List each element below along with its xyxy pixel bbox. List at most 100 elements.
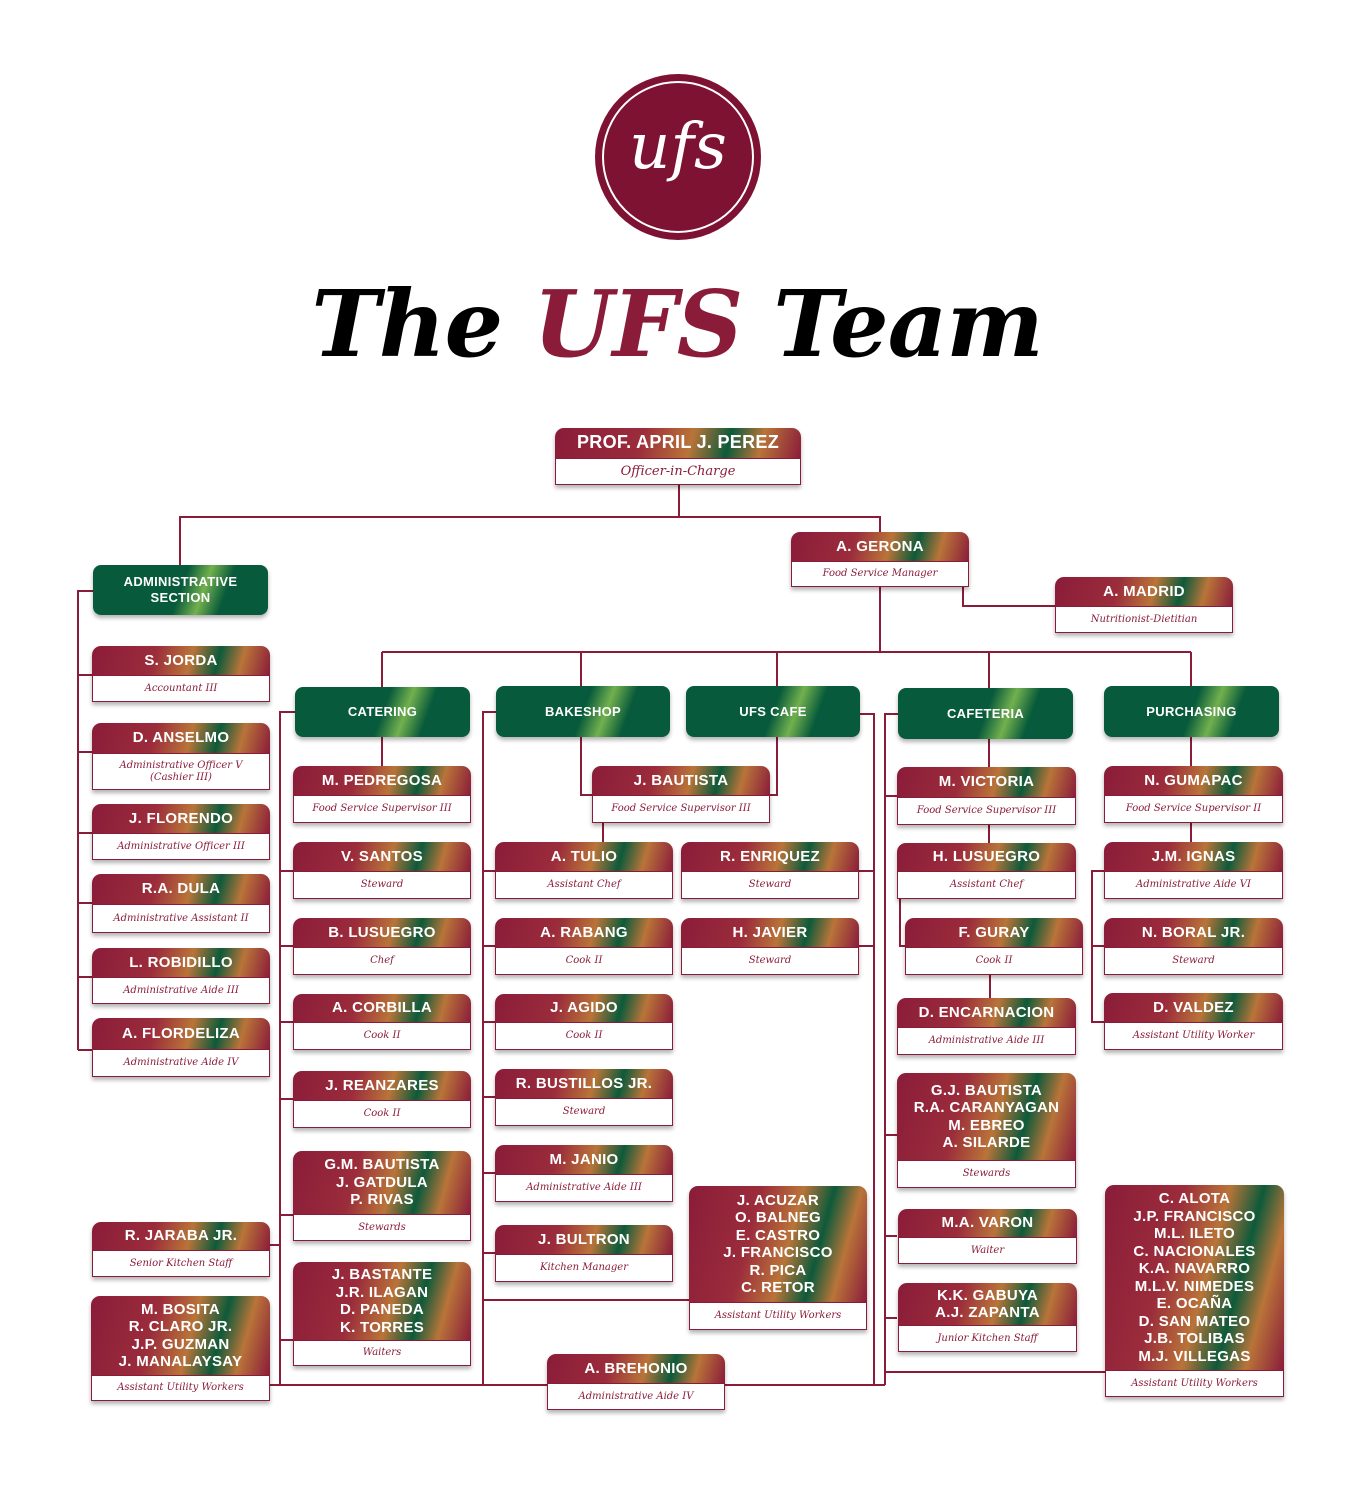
section-purchasing: PURCHASING bbox=[1104, 686, 1279, 737]
staff-name: F. GURAY bbox=[905, 918, 1083, 947]
ufs-logo: ufs bbox=[595, 74, 761, 240]
staff-position: Nutritionist-Dietitian bbox=[1055, 606, 1233, 633]
staff-name: R. ENRIQUEZ bbox=[681, 842, 859, 871]
staff-position: Waiters bbox=[293, 1340, 471, 1366]
staff-name: N. GUMAPAC bbox=[1104, 766, 1283, 795]
section-ufs-cafe: UFS CAFE bbox=[686, 686, 860, 737]
staff-name: A. RABANG bbox=[495, 918, 673, 947]
staff-position: Administrative Aide III bbox=[897, 1027, 1076, 1055]
staff-card-c-alota: C. ALOTA J.P. FRANCISCO M.L. ILETO C. NA… bbox=[1105, 1185, 1284, 1397]
staff-name: H. JAVIER bbox=[681, 918, 859, 947]
staff-position: Stewards bbox=[293, 1214, 471, 1241]
staff-position: Food Service Manager bbox=[791, 561, 969, 587]
staff-name: M. VICTORIA bbox=[897, 767, 1076, 797]
staff-card-m-bosita: M. BOSITA R. CLARO JR. J.P. GUZMAN J. MA… bbox=[91, 1296, 270, 1401]
staff-name: M.A. VARON bbox=[898, 1209, 1077, 1237]
staff-name: A. FLORDELIZA bbox=[92, 1018, 270, 1049]
staff-name: G.J. BAUTISTA R.A. CARANYAGAN M. EBREO A… bbox=[897, 1073, 1076, 1160]
staff-position: Steward bbox=[293, 871, 471, 899]
staff-name: A. BREHONIO bbox=[547, 1354, 725, 1383]
staff-position: Senior Kitchen Staff bbox=[92, 1250, 270, 1277]
staff-position: Steward bbox=[681, 947, 859, 975]
staff-position: Steward bbox=[495, 1098, 673, 1126]
staff-position: Cook II bbox=[495, 947, 673, 975]
staff-name: R. BUSTILLOS JR. bbox=[495, 1069, 673, 1098]
staff-card-r-jaraba-jr: R. JARABA JR.Senior Kitchen Staff bbox=[92, 1222, 270, 1277]
staff-position: Food Service Supervisor III bbox=[897, 797, 1076, 825]
staff-position: Administrative Officer V (Cashier III) bbox=[92, 753, 270, 790]
staff-position: Administrative Aide VI bbox=[1104, 871, 1283, 899]
staff-name: A. TULIO bbox=[495, 842, 673, 871]
staff-name: L. ROBIDILLO bbox=[92, 948, 270, 977]
staff-position: Assistant Utility Workers bbox=[91, 1375, 270, 1401]
staff-name: H. LUSUEGRO bbox=[897, 843, 1076, 871]
staff-position: Administrative Aide IV bbox=[92, 1049, 270, 1077]
staff-position: Administrative Officer III bbox=[92, 833, 270, 860]
staff-name: M. PEDREGOSA bbox=[293, 766, 471, 795]
page-title: The UFS Team bbox=[0, 270, 1354, 378]
staff-position: Administrative Assistant II bbox=[92, 904, 270, 933]
staff-name: J. AGIDO bbox=[495, 994, 673, 1022]
title-pre: The bbox=[311, 270, 534, 378]
staff-position: Cook II bbox=[293, 1100, 471, 1128]
staff-name: J. FLORENDO bbox=[92, 804, 270, 833]
staff-name: R.A. DULA bbox=[92, 874, 270, 904]
logo-ring bbox=[602, 81, 754, 233]
staff-name: J.M. IGNAS bbox=[1104, 842, 1283, 871]
staff-position: Administrative Aide IV bbox=[547, 1383, 725, 1410]
staff-position: Administrative Aide III bbox=[495, 1174, 673, 1202]
staff-card-r-bustillos-jr: R. BUSTILLOS JR.Steward bbox=[495, 1069, 673, 1126]
staff-name: A. CORBILLA bbox=[293, 994, 471, 1022]
staff-name: J. BAUTISTA bbox=[592, 766, 770, 795]
staff-name: D. VALDEZ bbox=[1104, 993, 1283, 1022]
staff-position: Waiter bbox=[898, 1237, 1077, 1264]
staff-name: J. REANZARES bbox=[293, 1071, 471, 1100]
staff-name: K.K. GABUYA A.J. ZAPANTA bbox=[898, 1283, 1077, 1325]
staff-name: J. BASTANTE J.R. ILAGAN D. PANEDA K. TOR… bbox=[293, 1262, 471, 1340]
section-catering: CATERING bbox=[295, 687, 470, 737]
staff-name: J. BULTRON bbox=[495, 1225, 673, 1254]
staff-position: Stewards bbox=[897, 1160, 1076, 1188]
staff-position: Administrative Aide III bbox=[92, 977, 270, 1004]
staff-name: M. JANIO bbox=[495, 1145, 673, 1174]
staff-position: Food Service Supervisor II bbox=[1104, 795, 1283, 823]
head-name: PROF. APRIL J. PEREZ bbox=[555, 428, 801, 458]
staff-card-j-acuzar: J. ACUZAR O. BALNEG E. CASTRO J. FRANCIS… bbox=[689, 1186, 867, 1330]
staff-name: N. BORAL JR. bbox=[1104, 918, 1283, 947]
staff-position: Assistant Chef bbox=[897, 871, 1076, 899]
head-card: PROF. APRIL J. PEREZ Officer-in-Charge bbox=[555, 428, 801, 485]
staff-name: R. JARABA JR. bbox=[92, 1222, 270, 1250]
staff-name: A. GERONA bbox=[791, 532, 969, 561]
logo-text: ufs bbox=[629, 110, 727, 184]
staff-name: B. LUSUEGRO bbox=[293, 918, 471, 947]
staff-position: Accountant III bbox=[92, 675, 270, 702]
staff-name: J. ACUZAR O. BALNEG E. CASTRO J. FRANCIS… bbox=[689, 1186, 867, 1302]
staff-position: Cook II bbox=[905, 947, 1083, 975]
staff-position: Assistant Utility Worker bbox=[1104, 1022, 1283, 1050]
section-administrative: ADMINISTRATIVE SECTION bbox=[93, 565, 268, 615]
staff-position: Food Service Supervisor III bbox=[592, 795, 770, 823]
